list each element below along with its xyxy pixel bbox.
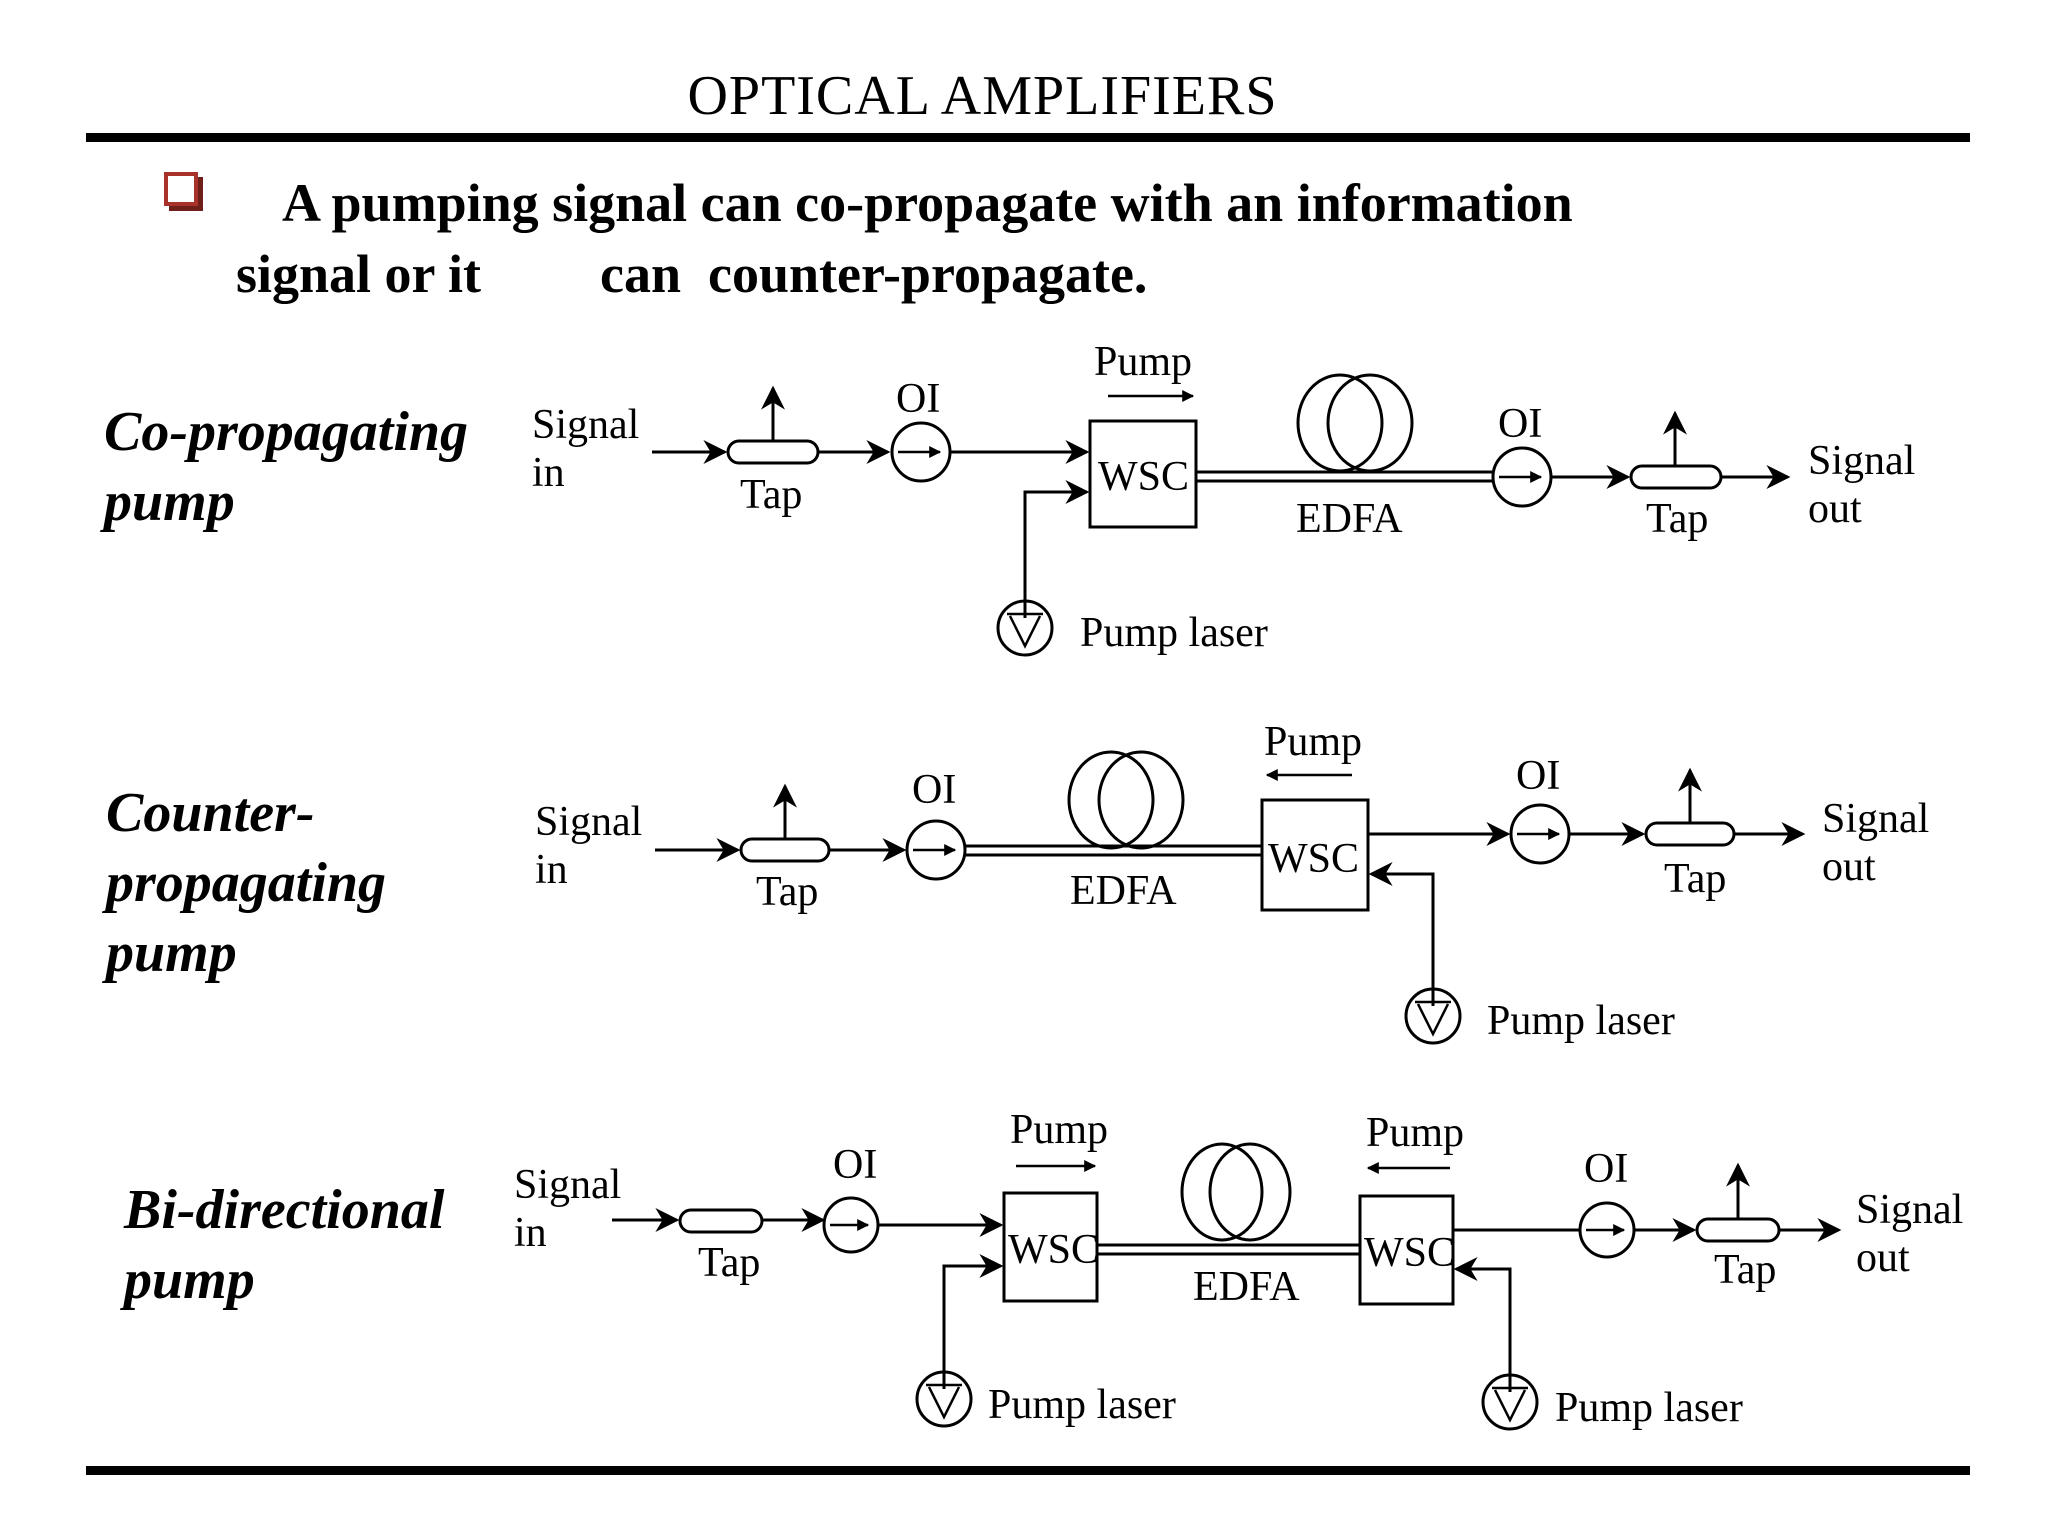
- row1-pump-label: Pump: [1094, 339, 1192, 385]
- row3-edfa-label: EDFA: [1193, 1264, 1300, 1310]
- row3-pump-label-2: Pump: [1366, 1110, 1464, 1156]
- row1-isolator-2-label: OI: [1498, 401, 1542, 447]
- row2-tap-2-label: Tap: [1664, 856, 1726, 902]
- row3-wsc-label-2: WSC: [1364, 1230, 1455, 1276]
- slide-title: OPTICAL AMPLIFIERS: [687, 65, 1278, 127]
- row1-fiber-coil-icon-2: [1326, 373, 1414, 473]
- row3-fiber-coil-icon: [1180, 1142, 1264, 1242]
- row1-fiber-coil-icon: [1296, 373, 1384, 473]
- row1-label-line-2: pump: [104, 471, 235, 533]
- row2-pump-label: Pump: [1264, 719, 1362, 765]
- row1-pump-laser-glyph: [1008, 615, 1042, 649]
- row1-edfa-label: EDFA: [1296, 496, 1403, 542]
- row3-signal-in-line-2: in: [514, 1210, 547, 1256]
- row3-pump-laser-glyph-1: [927, 1386, 961, 1420]
- row3-pump-laser-icon-1: [915, 1370, 973, 1428]
- checkbox-bullet-icon: [164, 172, 198, 206]
- row3-diagram: Signal in Tap OI Pump WSC Pump laser EDF…: [514, 1107, 1963, 1431]
- bullet-text-line-2a: signal or it: [236, 244, 482, 304]
- row3-pump-laser-label-1: Pump laser: [988, 1382, 1176, 1428]
- row3-tap-2-label: Tap: [1714, 1247, 1776, 1293]
- row3-signal-in-line-1: Signal: [514, 1162, 621, 1208]
- bullet-text-line-2b: can counter-propagate.: [600, 244, 1148, 304]
- row2-pump-laser-icon: [1404, 987, 1462, 1045]
- row1-pump-laser-icon: [996, 599, 1054, 657]
- row1-pump-feed-line: [1023, 480, 1090, 618]
- row3-signal-out-line-1: Signal: [1856, 1187, 1963, 1233]
- row1-diagram: Signal in Tap OI Pump WSC Pump laser EDF…: [532, 339, 1915, 657]
- row3-pump-laser-icon-2: [1481, 1373, 1539, 1431]
- row2-pump-feed-line: [1368, 862, 1435, 1006]
- row1-label-line-1: Co-propagating: [104, 401, 469, 463]
- row2-tap-2-icon: [1644, 821, 1736, 847]
- bullet-text-line-1: A pumping signal can co-propagate with a…: [282, 173, 1573, 233]
- row3-pump-laser-label-2: Pump laser: [1555, 1385, 1743, 1431]
- row1-tap-2-icon: [1629, 464, 1723, 490]
- row2-fiber-coil-icon: [1067, 750, 1155, 850]
- row3-label-line-1: Bi-directional: [124, 1179, 445, 1241]
- row3-label-line-2: pump: [124, 1249, 255, 1311]
- row2-isolator-2-label: OI: [1516, 753, 1560, 799]
- row3-wsc-box-2: [1358, 1194, 1455, 1306]
- row2-signal-out-line-2: out: [1822, 844, 1876, 890]
- row2-label-line-3: pump: [106, 922, 237, 984]
- row3-wsc-label-1: WSC: [1008, 1227, 1099, 1273]
- row2-label-line-2: propagating: [106, 852, 387, 914]
- row3-tap-label: Tap: [698, 1240, 760, 1286]
- row2-signal-out-line-1: Signal: [1822, 796, 1929, 842]
- row2-isolator-label: OI: [912, 767, 956, 813]
- row3-label: Bi-directional pump: [124, 1175, 444, 1315]
- row3-isolator-label: OI: [833, 1142, 877, 1188]
- row2-pump-laser-label: Pump laser: [1487, 998, 1675, 1044]
- row2-wsc-box: [1260, 798, 1370, 912]
- row2-label-line-1: Counter-: [106, 782, 315, 844]
- row1-tap-2-label: Tap: [1646, 496, 1708, 542]
- row3-signal-out-line-2: out: [1856, 1235, 1910, 1281]
- row3-pump-feed-line-2: [1453, 1257, 1512, 1392]
- row2-pump-laser-glyph: [1416, 1003, 1450, 1037]
- row1-signal-out-line-2: out: [1808, 486, 1862, 532]
- row1-tap-label: Tap: [740, 472, 802, 518]
- row1-wsc-label: WSC: [1098, 454, 1189, 500]
- row1-pump-laser-label: Pump laser: [1080, 610, 1268, 656]
- row2-edfa-label: EDFA: [1070, 868, 1177, 914]
- row1-wsc-box: [1088, 419, 1198, 529]
- row2-signal-in-line-2: in: [535, 847, 568, 893]
- row2-diagram: Signal in Tap OI EDFA Pump WSC Pump lase…: [535, 719, 1929, 1045]
- row1-label: Co-propagating pump: [104, 397, 468, 537]
- row1-signal-in-line-1: Signal: [532, 402, 639, 448]
- row1-isolator-label: OI: [896, 376, 940, 422]
- row2-fiber-coil-icon-2: [1097, 750, 1185, 850]
- bottom-rule: [86, 1466, 1970, 1475]
- row3-pump-label-1: Pump: [1010, 1107, 1108, 1153]
- row3-tap-icon: [678, 1208, 764, 1234]
- row2-tap-icon: [739, 837, 831, 863]
- row2-wsc-label: WSC: [1268, 836, 1359, 882]
- row1-tap-icon: [726, 439, 820, 465]
- row3-wsc-box-1: [1002, 1191, 1099, 1303]
- row2-signal-in-line-1: Signal: [535, 799, 642, 845]
- row3-fiber-coil-icon-2: [1208, 1142, 1292, 1242]
- row3-tap-2-icon: [1695, 1217, 1781, 1243]
- row3-isolator-2-label: OI: [1584, 1146, 1628, 1192]
- row1-signal-out-line-1: Signal: [1808, 438, 1915, 484]
- row2-isolator-icon: [905, 819, 967, 881]
- row3-pump-laser-glyph-2: [1493, 1389, 1527, 1423]
- top-rule: [86, 133, 1970, 142]
- row2-label: Counter- propagating pump: [106, 778, 386, 988]
- row1-signal-in-line-2: in: [532, 450, 565, 496]
- row2-tap-label: Tap: [756, 869, 818, 915]
- row3-pump-feed-line-1: [942, 1254, 1004, 1389]
